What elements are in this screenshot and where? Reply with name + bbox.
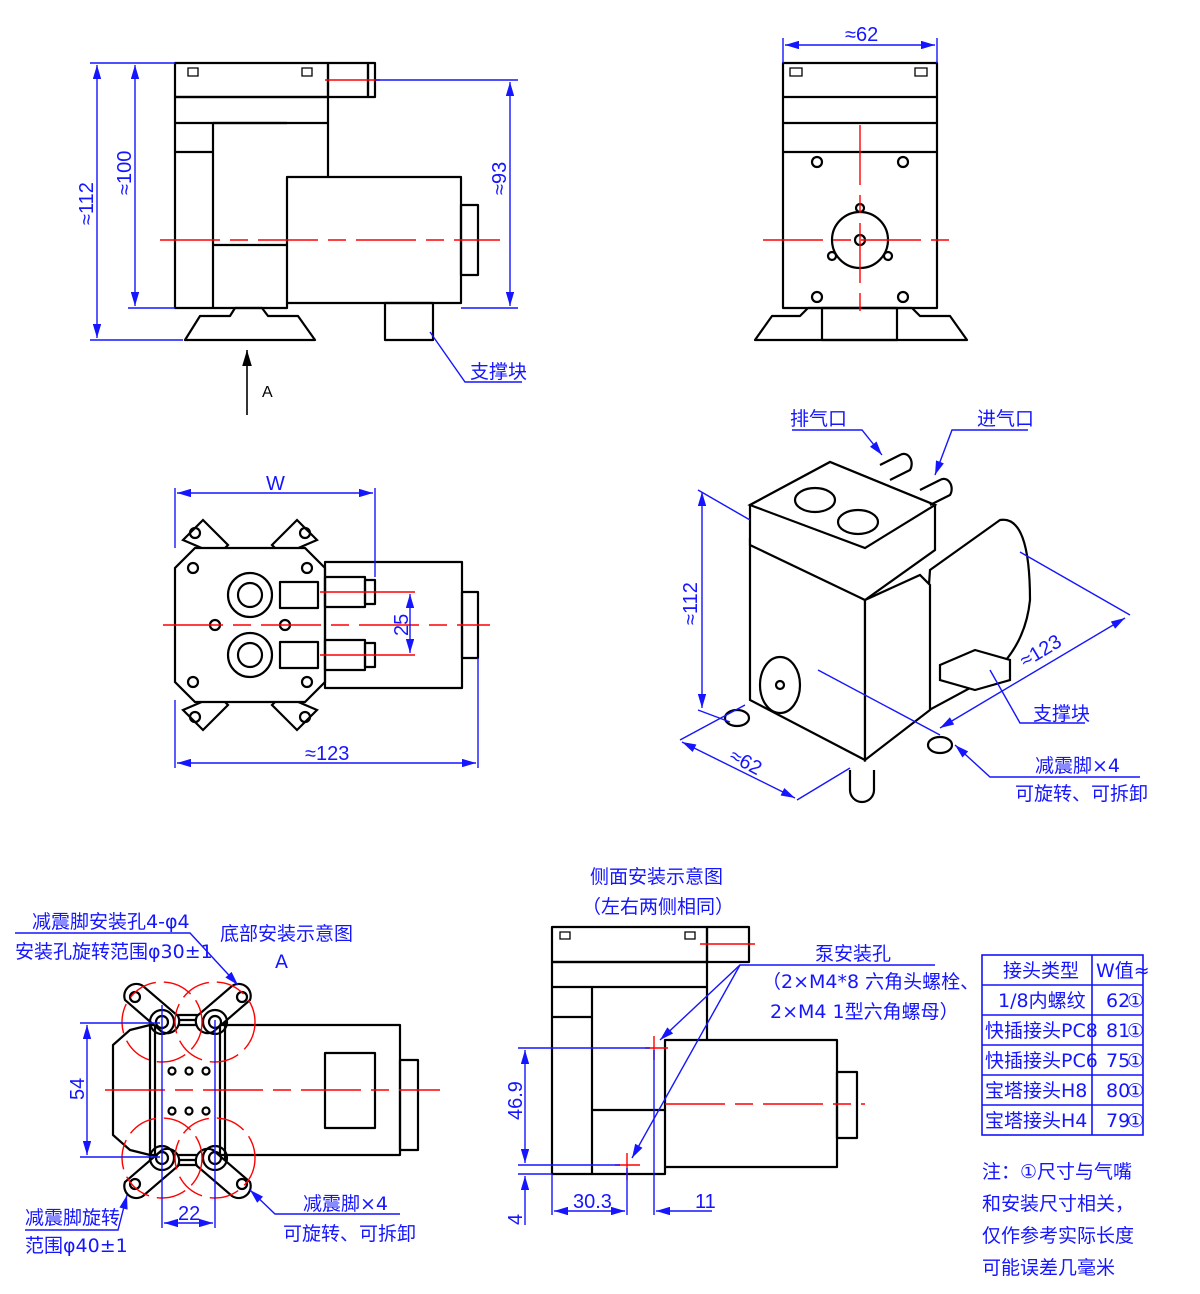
- table-row: 1/8内螺纹 62 ①: [998, 990, 1144, 1012]
- iso-dim-height: ≈112: [680, 582, 702, 625]
- table-header-w: W值≈: [1096, 960, 1150, 982]
- bottom-view-title: 底部安装示意图: [220, 923, 353, 945]
- front-view: ≈62: [753, 24, 969, 342]
- row-w: 81: [1106, 1020, 1130, 1042]
- dim-46-9: 46.9: [505, 1081, 527, 1120]
- support-block-label: 支撑块: [470, 361, 527, 383]
- hole-rotation-range: 安装孔旋转范围φ30±1: [15, 941, 213, 963]
- dim-right-height: ≈93: [489, 162, 511, 195]
- row-type: 快插接头PC6: [985, 1050, 1098, 1072]
- dim-22: 22: [178, 1203, 200, 1225]
- row-w: 80: [1106, 1080, 1130, 1102]
- intake-port-label: 进气口: [977, 408, 1034, 430]
- dim-width: ≈62: [845, 24, 878, 46]
- pump-hole-label: 泵安装孔: [815, 943, 891, 965]
- iso-support-block-label: 支撑块: [1033, 703, 1090, 725]
- dim-11: 11: [695, 1191, 716, 1213]
- iso-dim-width: ≈62: [726, 745, 766, 780]
- hole-label: 减震脚安装孔4-φ4: [32, 911, 190, 933]
- row-type: 快插接头PC8: [985, 1020, 1098, 1042]
- table-row: 宝塔接头H4 79 ①: [985, 1110, 1144, 1132]
- isometric-view: 排气口 进气口 ≈112 ≈123 ≈62 支撑块 减震脚×4 可旋转、可拆卸: [679, 408, 1148, 805]
- row-type: 宝塔接头H8: [985, 1080, 1087, 1102]
- side-mount-title: 侧面安装示意图: [590, 866, 723, 888]
- row-mark: ①: [1127, 990, 1144, 1012]
- side-mount-subtitle: （左右两侧相同）: [582, 896, 734, 918]
- note-line: 可能误差几毫米: [982, 1257, 1115, 1279]
- row-mark: ①: [1127, 1050, 1144, 1072]
- table-row: 快插接头PC6 75 ①: [985, 1050, 1144, 1072]
- iso-feet-note: 可旋转、可拆卸: [1015, 783, 1148, 805]
- dim-30-3: 30.3: [573, 1191, 612, 1213]
- foot-rotation-label: 减震脚旋转: [25, 1207, 120, 1229]
- dim-4: 4: [505, 1214, 527, 1225]
- iso-dim-length: ≈123: [1016, 631, 1065, 673]
- exhaust-port-label: 排气口: [790, 408, 847, 430]
- row-mark: ①: [1127, 1110, 1144, 1132]
- row-mark: ①: [1127, 1020, 1144, 1042]
- dim-length: ≈123: [305, 743, 349, 765]
- dim-54: 54: [67, 1078, 89, 1100]
- w-value-table: 接头类型 W值≈ 1/8内螺纹 62 ① 快插接头PC8 81 ① 快插接头PC…: [981, 954, 1150, 1136]
- table-row: 宝塔接头H8 80 ①: [985, 1080, 1144, 1102]
- pump-hole-spec-2: 2×M4 1型六角螺母）: [770, 1001, 959, 1023]
- bottom-view: 54 22 底部安装示意图 A 减震脚安装孔4-φ4 安装孔旋转范围φ30±1 …: [15, 911, 440, 1257]
- bottom-view-letter: A: [275, 951, 288, 973]
- dim-overall-height: ≈112: [76, 182, 98, 225]
- note-line: 仅作参考实际长度: [982, 1225, 1134, 1247]
- note-line: 和安装尺寸相关，: [982, 1193, 1134, 1215]
- pump-hole-spec-1: （2×M4*8 六角头螺栓、: [762, 971, 979, 993]
- notes: 注：①尺寸与气嘴 和安装尺寸相关， 仅作参考实际长度 可能误差几毫米: [982, 1161, 1134, 1279]
- side-view: ≈112 ≈100 ≈93 A 支撑块: [76, 61, 527, 415]
- note-line: 注：①尺寸与气嘴: [982, 1161, 1132, 1183]
- row-mark: ①: [1127, 1080, 1144, 1102]
- dim-port-spacing: 25: [391, 614, 413, 636]
- table-row: 快插接头PC8 81 ①: [985, 1020, 1144, 1042]
- dim-w: W: [266, 473, 285, 495]
- row-w: 62: [1106, 990, 1130, 1012]
- iso-feet-label: 减震脚×4: [1035, 755, 1120, 777]
- bottom-feet-note: 可旋转、可拆卸: [283, 1223, 416, 1245]
- row-w: 79: [1106, 1110, 1130, 1132]
- view-arrow-label: A: [262, 384, 273, 401]
- table-header-type: 接头类型: [1003, 960, 1079, 982]
- foot-rotation-range: 范围φ40±1: [25, 1235, 128, 1257]
- side-mount-view: 泵安装孔 （2×M4*8 六角头螺栓、 2×M4 1型六角螺母） 侧面安装示意图…: [505, 866, 979, 1225]
- row-type: 宝塔接头H4: [985, 1110, 1087, 1132]
- dim-body-height: ≈100: [114, 151, 136, 195]
- row-type: 1/8内螺纹: [998, 990, 1086, 1012]
- bottom-feet-label: 减震脚×4: [303, 1193, 388, 1215]
- row-w: 75: [1106, 1050, 1130, 1072]
- top-view: W 25 ≈123: [163, 473, 490, 768]
